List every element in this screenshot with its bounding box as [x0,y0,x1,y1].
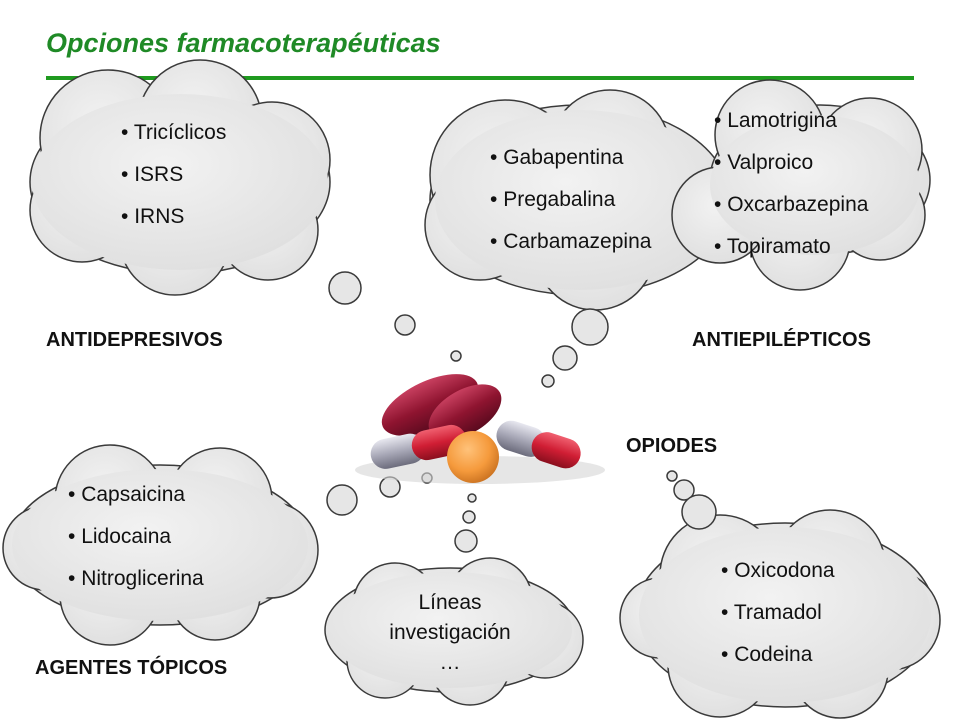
list-item: Valproico [714,142,868,184]
opiodes-list: Oxicodona Tramadol Codeina [721,550,835,676]
title-underline [46,76,914,80]
label-antiepilepticos: ANTIEPILÉPTICOS [692,329,871,351]
list-item: ISRS [121,154,226,196]
investigacion-line-2: investigación [389,621,511,644]
list-item: Oxcarbazepina [714,184,868,226]
investigacion-cloud [324,557,584,706]
list-item: Pregabalina [490,179,651,221]
list-item: Capsaicina [68,474,204,516]
list-item: Oxicodona [721,550,834,592]
label-topicos: AGENTES TÓPICOS [35,657,228,679]
label-opiodes: OPIODES [626,435,718,457]
investigacion-line-1: Líneas [418,591,482,614]
list-item: Tramadol [721,592,835,634]
antidepresivos-list: Tricíclicos ISRS IRNS [121,112,227,238]
list-item: Codeina [721,634,835,676]
investigacion-line-3: … [439,651,461,674]
list-item: Carbamazepina [490,221,651,263]
list-item: Nitroglicerina [68,558,204,600]
antiepilepticos-list-left: Gabapentina Pregabalina Carbamazepina [490,137,651,263]
list-item: Lamotrigina [714,100,868,142]
page-title: Opciones farmacoterapéuticas [46,28,441,58]
list-item: IRNS [121,196,226,238]
list-item: Gabapentina [490,137,651,179]
topicos-list: Capsaicina Lidocaina Nitroglicerina [68,474,204,600]
investigacion-text: Líneas investigación … [350,588,550,678]
thought-bubbles [326,271,717,553]
list-item: Tricíclicos [121,112,227,154]
list-item: Lidocaina [68,516,204,558]
label-antidepresivos: ANTIDEPRESIVOS [46,329,223,351]
pills-image [355,374,605,484]
antiepilepticos-list-right: Lamotrigina Valproico Oxcarbazepina Topi… [714,100,869,268]
list-item: Topiramato [714,226,868,268]
